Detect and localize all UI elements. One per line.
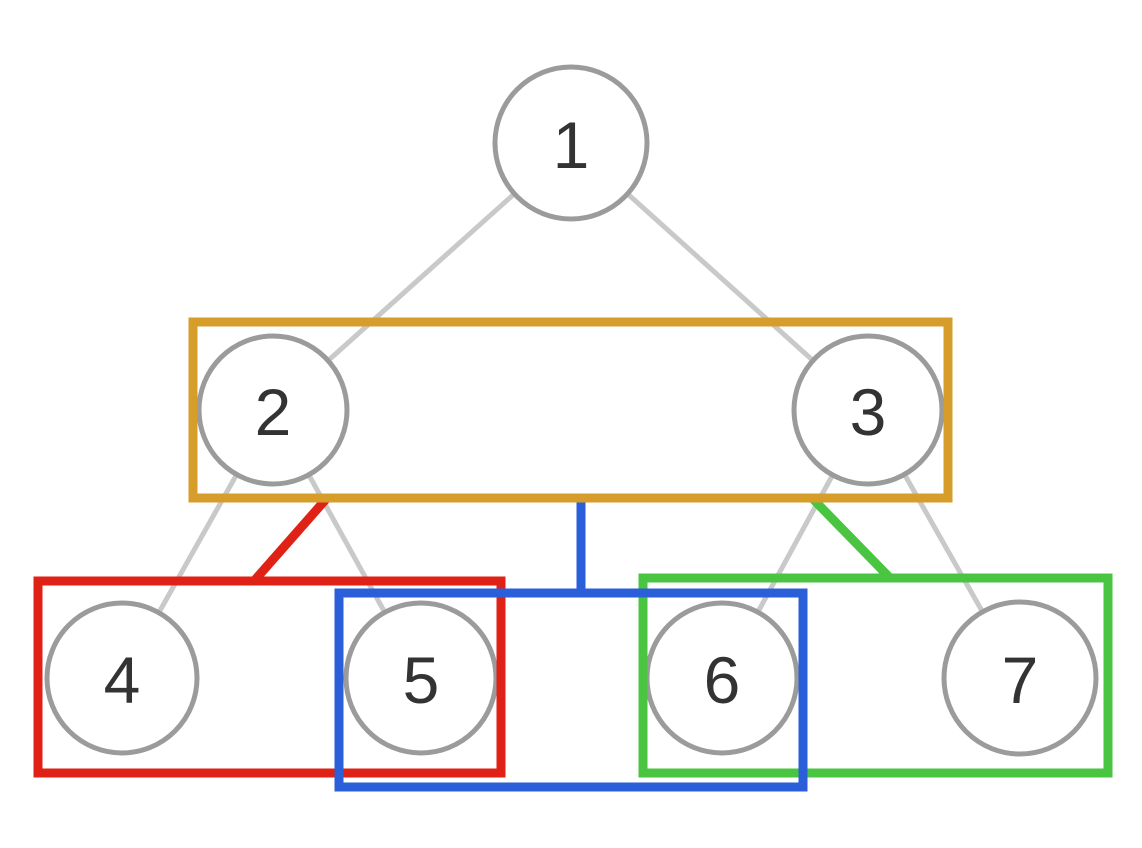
red-group-box — [33, 576, 506, 778]
tree-node-1: 1 — [492, 64, 650, 222]
node-circle-5 — [343, 600, 499, 756]
node-circle-4 — [44, 600, 200, 756]
highlight-connectors-layer — [250, 494, 894, 593]
node-circle-3 — [791, 333, 945, 487]
node-label-2: 2 — [255, 375, 292, 449]
node-label-5: 5 — [403, 643, 440, 717]
tree-node-2: 2 — [196, 333, 350, 487]
node-label-4: 4 — [104, 643, 141, 717]
red-connector — [250, 495, 331, 584]
tree-node-4: 4 — [44, 600, 200, 756]
green-connector — [808, 494, 894, 582]
node-label-1: 1 — [553, 108, 590, 182]
tree-node-6: 6 — [644, 600, 800, 756]
tree-nodes-layer: 1 2 3 4 5 6 7 — [44, 64, 1099, 757]
node-circle-1 — [492, 64, 650, 222]
tree-node-5: 5 — [343, 600, 499, 756]
tree-node-7: 7 — [941, 599, 1099, 757]
group-boxes-layer — [33, 317, 1113, 792]
node-label-3: 3 — [850, 375, 887, 449]
blue-group-box — [334, 588, 808, 792]
tree-node-3: 3 — [791, 333, 945, 487]
orange-group-box — [188, 317, 953, 503]
node-circle-2 — [196, 333, 350, 487]
node-label-7: 7 — [1002, 643, 1039, 717]
node-circle-7 — [941, 599, 1099, 757]
node-label-6: 6 — [704, 643, 741, 717]
green-group-box — [638, 573, 1113, 778]
